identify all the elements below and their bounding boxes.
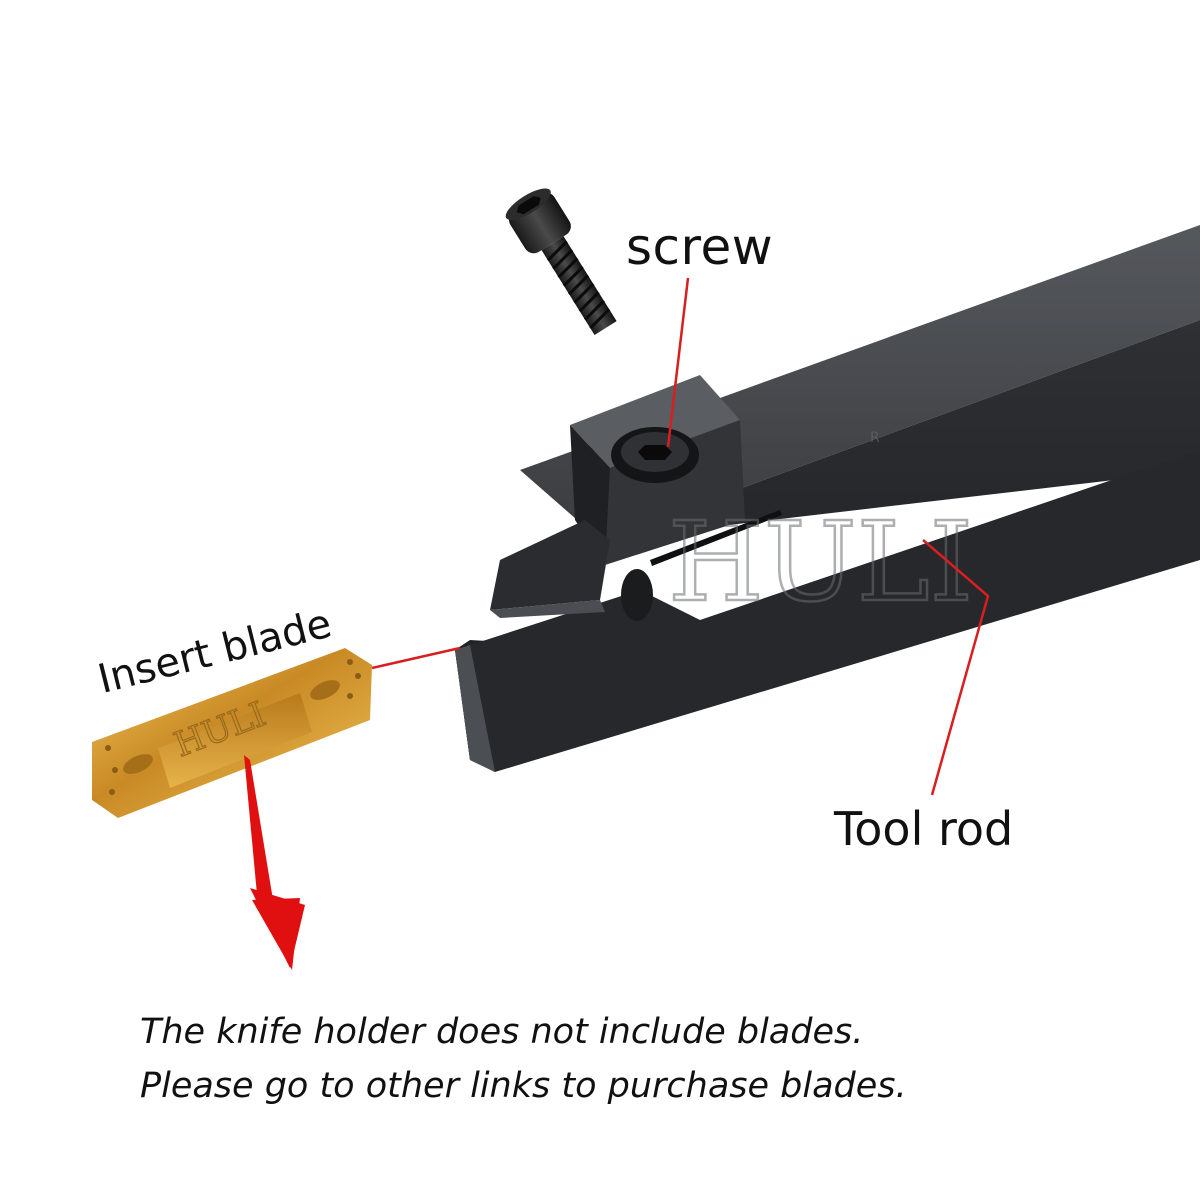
screw-callout-line <box>666 277 690 448</box>
tool-rod-callout-line <box>922 539 990 796</box>
tool-rod <box>455 225 1200 772</box>
pin <box>621 569 653 621</box>
insert-blade: HULI <box>92 648 372 818</box>
clamp-side <box>570 425 610 565</box>
tool-rod-lower-face <box>455 450 1200 772</box>
tool-rod-slot <box>650 510 782 566</box>
tool-rod-label: Tool rod <box>834 802 1014 856</box>
clamp-jaw <box>490 520 610 610</box>
down-arrow-icon <box>244 755 305 970</box>
notice-line-1: The knife holder does not include blades… <box>140 1012 864 1052</box>
clamp-front <box>605 420 745 565</box>
registered-mark: R <box>870 430 880 446</box>
insert-blade-groove <box>158 693 312 788</box>
clamp-jaw-edge <box>490 600 605 618</box>
screw-hex-socket-icon <box>516 196 541 215</box>
callout-lines <box>371 277 990 796</box>
brand-watermark: HULI R <box>667 430 975 627</box>
insert-callout-line <box>371 646 461 670</box>
tool-rod-end-face <box>455 645 495 772</box>
screw-label: screw <box>626 218 774 276</box>
watermark-text: HULI <box>668 498 973 626</box>
clamp-top <box>570 375 740 468</box>
notice-line-2: Please go to other links to purchase bla… <box>140 1066 907 1106</box>
hex-socket-icon <box>638 445 672 460</box>
screw-part <box>505 188 617 335</box>
